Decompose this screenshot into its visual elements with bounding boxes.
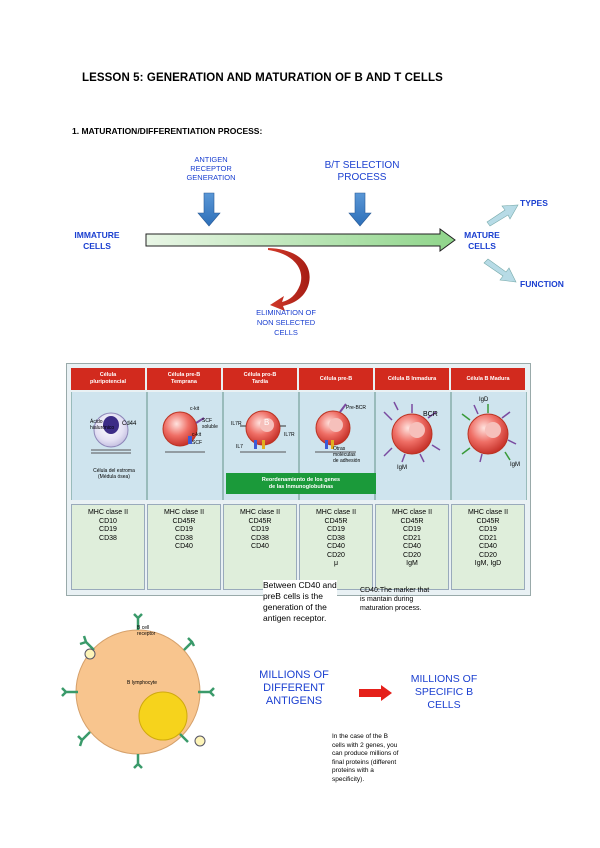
scf-label: SCF xyxy=(192,440,202,446)
down-arrow-selection xyxy=(348,192,372,227)
stage-markers: MHC clase II CD45R CD19 CD38 CD40 CD20 μ xyxy=(299,504,373,590)
stage-markers: MHC clase II CD45R CD19 CD38 CD40 xyxy=(223,504,297,590)
maturation-diagram xyxy=(145,192,519,311)
antigen-receptor-label: ANTIGEN RECEPTOR GENERATION xyxy=(186,155,236,182)
stage-markers: MHC clase II CD10 CD19 CD38 xyxy=(71,504,145,590)
down-arrow-antigen xyxy=(197,192,221,227)
ckit-label: c-kit xyxy=(190,406,200,412)
stromal-cell-label: Célula del estroma (Médula ósea) xyxy=(93,468,135,480)
b-cell-receptor-label: B cell receptor xyxy=(137,625,156,637)
stage-markers: MHC clase II CD45R CD19 CD38 CD40 xyxy=(147,504,221,590)
stage-column: Célula pre-B Temprana MHC clase II CD45R… xyxy=(147,368,223,590)
igd-label: IgD xyxy=(479,397,489,403)
igm-label: IgM xyxy=(397,465,408,471)
pluripotent-cell xyxy=(91,412,131,454)
mature-b-cell xyxy=(461,404,517,463)
stage-column: Célula pluripotencial MHC clase II CD10 … xyxy=(71,368,147,590)
stage-header: Célula pre-B Temprana xyxy=(147,368,221,390)
igm-label-2: IgM xyxy=(510,462,521,468)
millions-cells-label: MILLIONS OF SPECIFIC B CELLS xyxy=(410,673,478,711)
il7r-label-2: IL7R xyxy=(284,432,295,438)
arrow-to-types xyxy=(486,204,519,227)
red-right-arrow xyxy=(359,685,392,701)
b-lymphocyte-illustration xyxy=(61,613,215,769)
arrow-to-function xyxy=(483,258,517,283)
scf-soluble-label: SCF soluble xyxy=(202,418,218,430)
antigen-receptor-note: Between CD40 and preB cells is the gener… xyxy=(263,580,337,624)
bt-selection-label: B/T SELECTION PROCESS xyxy=(324,160,400,183)
section-heading: 1. MATURATION/DIFFERENTIATION PROCESS: xyxy=(72,126,263,136)
early-pre-b-cell xyxy=(162,411,205,453)
cd44-label: Cd44 xyxy=(122,421,137,427)
gene-case-note: In the case of the B cells with 2 genes,… xyxy=(332,733,399,783)
elimination-label: ELIMINATION OF NON SELECTED CELLS xyxy=(256,308,316,337)
main-arrow xyxy=(145,228,456,252)
bcr-label: BCR xyxy=(423,411,438,418)
stage-illustration xyxy=(147,392,223,500)
millions-antigens-label: MILLIONS OF DIFFERENT ANTIGENS xyxy=(259,669,329,707)
page-title: LESSON 5: GENERATION AND MATURATION OF B… xyxy=(82,72,443,84)
stage-markers: MHC clase II CD45R CD19 CD21 CD40 CD20 I… xyxy=(451,504,525,590)
immature-cells-label: IMMATURE CELLS xyxy=(74,230,120,251)
immature-b-cell xyxy=(383,401,441,463)
stage-header: Célula pro-B Tardía xyxy=(223,368,297,390)
hyaluronic-label: Ácido hialurónico xyxy=(90,419,115,431)
curved-elimination-arrow xyxy=(268,248,310,311)
stage-header: Célula B Inmadura xyxy=(375,368,449,390)
mature-cells-label: MATURE CELLS xyxy=(464,230,500,251)
stage-header: Célula pre-B xyxy=(299,368,373,390)
il7-label: IL7 xyxy=(236,444,243,450)
ckit-label-2: c-kit xyxy=(192,432,202,438)
b-lymphocyte-label: B lymphocyte xyxy=(127,680,158,686)
adhesion-molecules-label: Otras moléculas de adhesión xyxy=(333,446,361,464)
types-label: TYPES xyxy=(520,198,548,208)
stage-markers: MHC clase II CD45R CD19 CD21 CD40 CD20 I… xyxy=(375,504,449,590)
cd40-note: CD40:The marker that is mantain during m… xyxy=(360,587,430,612)
b-nucleus-label: B xyxy=(264,418,270,427)
stage-header: Célula B Madura xyxy=(451,368,525,390)
il7r-label: IL7R xyxy=(231,421,242,427)
pre-b-cell xyxy=(315,403,356,453)
stage-cell-illustrations xyxy=(91,401,517,463)
pre-bcr-label: Pre-BCR xyxy=(346,405,367,411)
stage-header: Célula pluripotencial xyxy=(71,368,145,390)
gene-rearrangement-banner: Reordenamiento de los genes de las Inmun… xyxy=(226,473,376,494)
late-pro-b-cell xyxy=(240,410,286,453)
function-label: FUNCTION xyxy=(520,279,564,289)
